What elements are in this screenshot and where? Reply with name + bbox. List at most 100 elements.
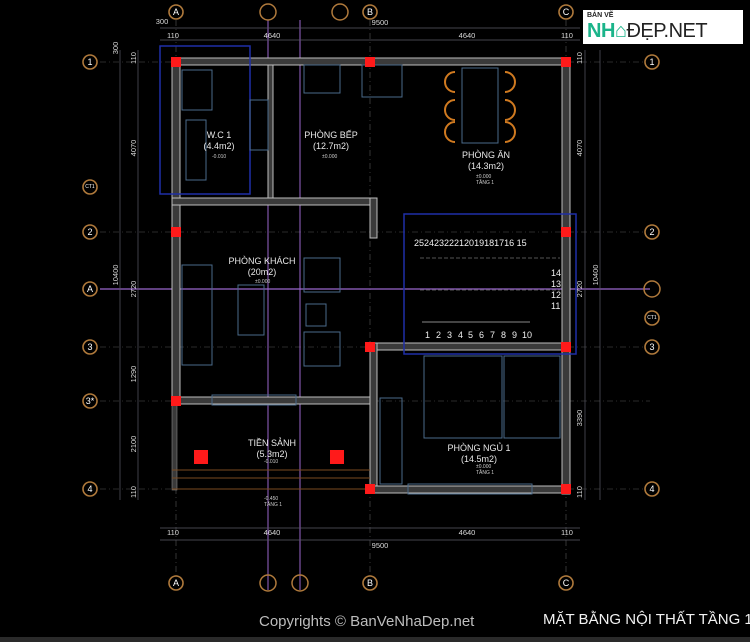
room-living-area: (20m2) (248, 267, 277, 277)
level-mark: -0.010 (264, 459, 278, 465)
svg-text:CT1: CT1 (647, 315, 657, 321)
dim-left: 2720 (129, 281, 138, 298)
svg-text:3: 3 (87, 342, 92, 352)
level-marks: -0.010 ±0.000 ±0.000 TẦNG 1 ±0.000 -0.01… (212, 154, 494, 508)
stair-step: 5 (468, 330, 473, 340)
grid-bubble-col-c-bottom: C (558, 575, 574, 591)
dim-top-span: 110 (167, 31, 179, 40)
dim-right: 3390 (575, 410, 584, 427)
room-dining-name: PHÒNG ĂN (462, 150, 510, 160)
dim-bottom-span: 4640 (459, 528, 476, 537)
logo-brand: NH⌂ĐẸP.NET (587, 20, 708, 43)
level-tag: TẦNG 1 (476, 469, 494, 476)
svg-text:4: 4 (87, 484, 92, 494)
stair-step: 11 (551, 301, 560, 311)
dim-left: 300 (111, 42, 120, 55)
dim-left: 110 (129, 486, 138, 498)
level-mark: ±0.000 (255, 279, 270, 285)
logo-small-text: BẢN VẼ (587, 12, 614, 19)
logo-brand-rest: ĐẸP.NET (626, 20, 708, 42)
dimension-lines (119, 27, 601, 541)
left-dimensions: 300 110 4070 2720 1290 2100 110 10400 (111, 42, 138, 498)
stair-step: 6 (479, 330, 484, 340)
svg-text:A: A (87, 284, 93, 294)
level-mark: ±0.000 (476, 464, 491, 470)
stair-step: 8 (501, 330, 506, 340)
grid-bubble-row-1-right: 1 (644, 54, 660, 70)
section-marks (259, 3, 661, 592)
level-mark: ±0.000 (476, 174, 491, 180)
stair-step: 1 (425, 330, 430, 340)
grid-bubble-col-a: A (168, 4, 184, 20)
dim-top-total: 9500 (372, 18, 389, 27)
room-foyer-name: TIỀN SẢNH (248, 437, 296, 448)
dim-top-span: 4640 (459, 31, 476, 40)
dim-right: 4070 (575, 140, 584, 157)
grid-bubble-row-1: 1 (82, 54, 98, 70)
room-wc-area: (4.4m2) (203, 141, 234, 151)
room-kitchen-area: (12.7m2) (313, 141, 349, 151)
grid-bubble-col-b-bottom: B (362, 575, 378, 591)
dim-left: 2100 (129, 436, 138, 453)
svg-text:1: 1 (649, 57, 654, 67)
dim-right: 110 (575, 52, 584, 64)
svg-text:1: 1 (87, 57, 92, 67)
grid-bubble-row-3-right: 3 (644, 339, 660, 355)
stair-step: 13 (551, 279, 561, 289)
stair-step: 3 (447, 330, 452, 340)
stair-step: 7 (490, 330, 495, 340)
stair-step: 9 (512, 330, 517, 340)
dim-right: 2720 (575, 281, 584, 298)
room-dining-area: (14.3m2) (468, 161, 504, 171)
dim-bottom-span: 110 (167, 528, 179, 537)
svg-text:C: C (563, 578, 570, 588)
level-tag: TẦNG 1 (476, 179, 494, 186)
svg-text:A: A (173, 7, 179, 17)
svg-text:3: 3 (649, 342, 654, 352)
stair-step: 14 (551, 268, 561, 278)
room-wc-name: W.C 1 (207, 130, 232, 140)
svg-text:3*: 3* (86, 396, 95, 406)
svg-text:4: 4 (649, 484, 654, 494)
drawing-title: MẶT BẰNG NỘI THẤT TẦNG 1 (543, 611, 750, 628)
svg-text:B: B (367, 7, 373, 17)
room-labels: W.C 1 (4.4m2) PHÒNG BẾP (12.7m2) PHÒNG Ă… (203, 130, 510, 464)
grid-bubble-row-3star: 3* (82, 393, 98, 409)
dim-left: 4070 (129, 140, 138, 157)
logo-brand-green: NH (587, 20, 615, 42)
svg-text:B: B (367, 578, 373, 588)
structural-columns (171, 57, 571, 494)
house-icon: ⌂ (614, 20, 627, 42)
stair-numbers: 25242322212019181716 15 14 13 12 11 1 2 … (414, 238, 561, 340)
room-bedroom-area: (14.5m2) (461, 454, 497, 464)
dim-top-span: 110 (561, 31, 573, 40)
stair-step: 12 (551, 290, 561, 300)
bottom-bar (0, 637, 750, 642)
dim-bottom-total: 9500 (372, 541, 389, 550)
room-kitchen-name: PHÒNG BẾP (304, 130, 358, 140)
grid-bubble-row-2: 2 (82, 224, 98, 240)
copyright-text: Copyrights © BanVeNhaDep.net (259, 613, 475, 630)
grid-bubble-col-c: C (558, 4, 574, 20)
dim-bottom-span: 110 (561, 528, 573, 537)
dim-left: 110 (129, 52, 138, 64)
stair-step: 4 (458, 330, 463, 340)
grid-bubble-row-4: 4 (82, 481, 98, 497)
dim-top-span: 4640 (264, 31, 281, 40)
grid-bubble-col-b: B (362, 4, 378, 20)
svg-text:CT1: CT1 (85, 184, 95, 190)
right-dimensions: 110 4070 2720 3390 110 10400 (575, 52, 600, 498)
room-living-name: PHÒNG KHÁCH (228, 256, 295, 266)
stair-step: 2 (436, 330, 441, 340)
svg-text:2: 2 (87, 227, 92, 237)
grid-bubble-row-3: 3 (82, 339, 98, 355)
grid-bubble-row-2-right: 2 (644, 224, 660, 240)
dim-right: 110 (575, 486, 584, 498)
svg-text:C: C (563, 7, 570, 17)
level-mark: ±0.000 (322, 154, 337, 160)
grid-bubble-row-a: A (82, 281, 98, 297)
dim-left: 1290 (129, 366, 138, 383)
dim-top-offset: 300 (156, 17, 169, 26)
dim-right-total: 10400 (591, 265, 600, 286)
